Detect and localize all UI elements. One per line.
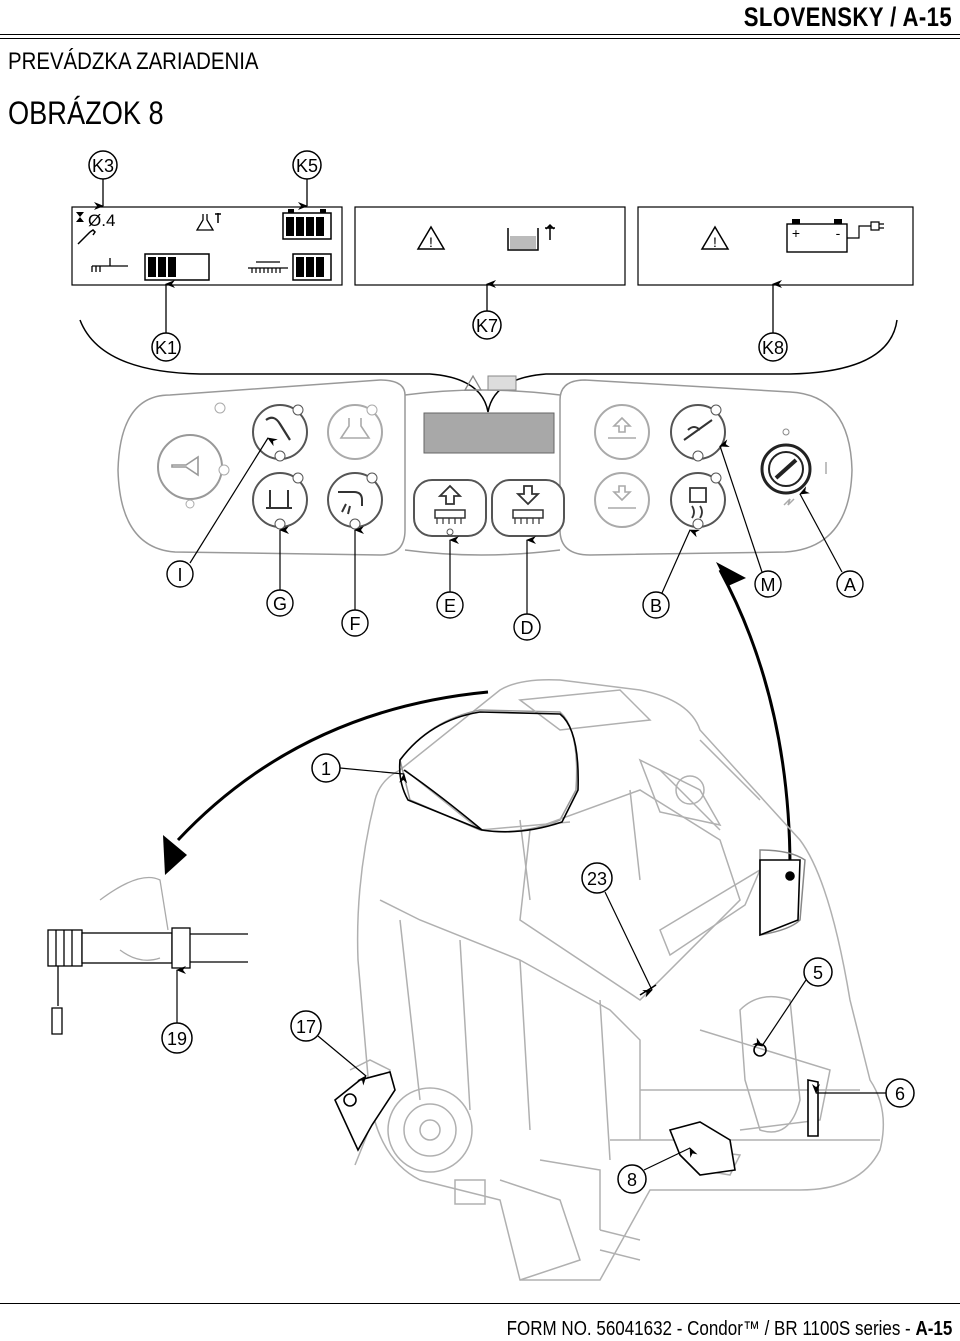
svg-text:B: B	[650, 596, 662, 616]
svg-text:!: !	[429, 234, 433, 250]
svg-text:K1: K1	[155, 338, 177, 358]
header-rule-secondary	[0, 38, 960, 39]
seat-heat-button[interactable]	[670, 472, 726, 530]
language-page-header: SLOVENSKY / A-15	[743, 2, 952, 32]
footer-page: A-15	[915, 1318, 952, 1340]
footer-rule	[0, 1303, 960, 1304]
label-b: B	[642, 529, 700, 619]
arrow-to-panel-head	[716, 562, 746, 586]
callout-k5: K5	[292, 150, 322, 210]
battery-gauge-top	[282, 209, 332, 240]
label-g: G	[266, 526, 294, 617]
battery-charger-icon: + -	[786, 219, 884, 253]
label-i: I	[166, 437, 278, 588]
svg-text:G: G	[273, 594, 287, 614]
svg-text:-: -	[836, 225, 841, 241]
svg-text:6: 6	[895, 1084, 905, 1104]
callout-6: 6	[812, 1078, 915, 1108]
svg-text:D: D	[521, 618, 534, 638]
display-screen-1: Ø.4	[71, 206, 343, 286]
horn-button[interactable]	[157, 402, 230, 509]
callout-8: 8	[617, 1147, 698, 1194]
svg-text:17: 17	[296, 1017, 316, 1037]
service-indicator-icons	[463, 374, 517, 391]
brush-icon	[248, 261, 288, 273]
callout-1: 1	[311, 753, 408, 784]
svg-text:1: 1	[321, 759, 331, 779]
callout-17: 17	[290, 1010, 367, 1086]
brush-gauge	[292, 253, 332, 281]
header-rule	[0, 34, 960, 35]
label-e: E	[436, 536, 464, 619]
scrub-up-button-right[interactable]	[594, 404, 650, 460]
speed-limit-button[interactable]	[670, 404, 726, 462]
callout-5: 5	[752, 957, 833, 1047]
svg-text:K3: K3	[92, 156, 114, 176]
svg-text:+: +	[792, 225, 800, 241]
vacuum-button[interactable]	[252, 404, 308, 462]
detergent-button[interactable]	[327, 404, 383, 460]
callout-23: 23	[581, 862, 653, 998]
section-title: PREVÁDZKA ZARIADENIA	[8, 48, 259, 75]
hours-meter-readout: Ø.4	[88, 211, 115, 230]
wrench-icon	[77, 229, 96, 245]
callout-k7: K7	[472, 280, 502, 340]
arrow-to-hose-head	[163, 835, 187, 875]
machine-parts-dark	[334, 711, 819, 1176]
footer-form: FORM NO. 56041632 - Condor™ / BR 1100S s…	[506, 1318, 916, 1340]
svg-text:F: F	[350, 614, 361, 634]
svg-text:K7: K7	[476, 316, 498, 336]
svg-text:8: 8	[627, 1170, 637, 1190]
svg-text:E: E	[444, 596, 456, 616]
hourglass-icon	[76, 212, 84, 222]
arrow-to-hose	[176, 690, 489, 842]
label-f: F	[341, 526, 369, 637]
hose-detail	[47, 876, 248, 1035]
warning-triangle-icon-2	[700, 225, 730, 250]
svg-text:K5: K5	[296, 156, 318, 176]
key-switch[interactable]	[760, 428, 827, 506]
scrubber-machine	[349, 678, 885, 1281]
svg-text:19: 19	[167, 1029, 187, 1049]
display-brace	[79, 319, 898, 413]
squeegee-gauge	[144, 253, 210, 281]
callout-19: 19	[161, 966, 193, 1054]
arrow-to-panel	[718, 569, 792, 869]
svg-text:K8: K8	[762, 338, 784, 358]
squeegee-icon	[91, 258, 128, 272]
recovery-tank-full-icon	[507, 223, 555, 251]
svg-text:A: A	[844, 575, 856, 595]
scrub-head-up-button[interactable]	[413, 479, 487, 537]
svg-text:M: M	[761, 575, 776, 595]
svg-text:23: 23	[587, 869, 607, 889]
water-button[interactable]	[327, 472, 383, 530]
label-a: A	[799, 486, 864, 598]
squeegee-button[interactable]	[252, 472, 308, 530]
scrub-head-down-button[interactable]	[491, 479, 565, 537]
callout-k1: K1	[151, 280, 181, 362]
footer: FORM NO. 56041632 - Condor™ / BR 1100S s…	[506, 1318, 952, 1341]
display-screen-3: ! + -	[637, 206, 914, 286]
display-screen-2: !	[354, 206, 626, 286]
warning-triangle-icon	[416, 225, 446, 250]
label-d: D	[513, 536, 541, 641]
callout-k8: K8	[758, 280, 788, 362]
svg-text:5: 5	[813, 963, 823, 983]
callout-k3: K3	[88, 150, 118, 210]
figure-title: OBRÁZOK 8	[8, 95, 164, 131]
scrub-down-button-right[interactable]	[594, 472, 650, 528]
flask-icon	[195, 213, 221, 231]
svg-text:!: !	[713, 234, 717, 250]
svg-text:I: I	[177, 565, 182, 585]
lcd-display	[423, 412, 555, 454]
label-m: M	[719, 439, 782, 598]
